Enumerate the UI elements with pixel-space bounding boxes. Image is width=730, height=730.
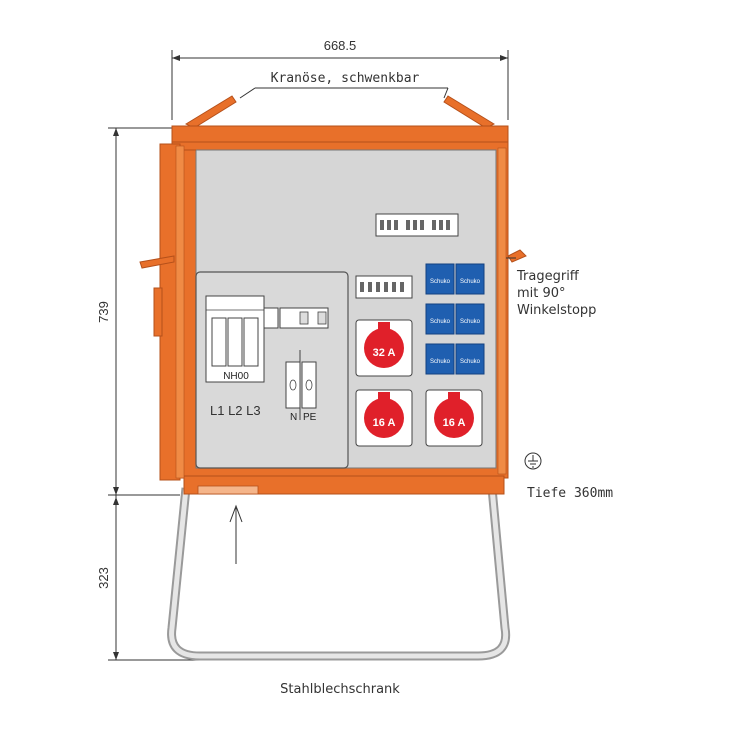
height-cabinet-value: 739 — [96, 301, 111, 323]
cee-socket-16a-right: 16 A — [425, 389, 483, 447]
height-stand-value: 323 — [96, 567, 111, 589]
tragegriff-line1: Tragegriff — [516, 269, 580, 284]
stahlblech-label: Stahlblechschrank — [280, 682, 400, 697]
tragegriff-line3: Winkelstopp — [517, 303, 596, 318]
schuko-label-3: Schuko — [430, 319, 451, 325]
distribution-panel: NH00 L1 L2 L3 N PE — [195, 271, 349, 469]
stand-frame — [167, 487, 511, 661]
schuko-label-6: Schuko — [460, 359, 481, 365]
nh00-fuse-base: NH00 — [205, 295, 265, 383]
phase-label: L1 L2 L3 — [210, 403, 261, 418]
schuko-label-1: Schuko — [430, 279, 451, 285]
pe-label: PE — [303, 412, 317, 423]
cee-socket-16a-left: 16 A — [355, 389, 413, 447]
cee-16a-right-label: 16 A — [443, 417, 466, 429]
tiefe-label: Tiefe 360mm — [527, 486, 613, 501]
carry-handle-annotation: Tragegriff mit 90° Winkelstopp — [506, 257, 596, 318]
width-value: 668.5 — [324, 38, 357, 53]
schuko-label-5: Schuko — [430, 359, 451, 365]
breaker-block — [263, 307, 329, 329]
n-pe-terminals: N PE — [285, 350, 317, 423]
kranoese-label: Kranöse, schwenkbar — [271, 71, 420, 86]
circuit-breakers-top — [375, 213, 459, 237]
schuko-label-4: Schuko — [460, 319, 481, 325]
n-label: N — [290, 412, 297, 423]
ground-symbol-icon — [524, 452, 542, 470]
arrow-up-icon — [229, 504, 243, 564]
cee-16a-left-label: 16 A — [373, 417, 396, 429]
crane-eyes: Kranöse, schwenkbar — [184, 71, 496, 129]
schuko-label-2: Schuko — [460, 279, 481, 285]
schuko-sockets: Schuko Schuko Schuko Schuko Schuko Schuk… — [425, 263, 485, 375]
circuit-breakers-middle — [355, 275, 413, 299]
width-dimension: 668.5 — [171, 38, 509, 120]
tragegriff-line2: mit 90° — [517, 286, 566, 301]
cee-socket-32a: 32 A — [355, 319, 413, 377]
cee-32a-label: 32 A — [373, 347, 396, 359]
nh00-label: NH00 — [223, 371, 249, 382]
